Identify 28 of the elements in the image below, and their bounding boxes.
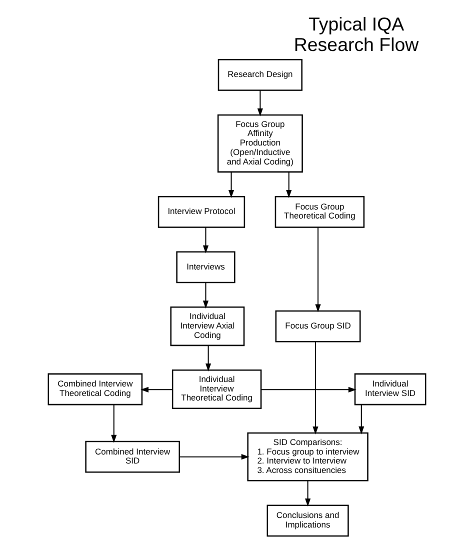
- node-box: Individual Interview Axial Coding: [170, 306, 245, 346]
- node-box: Individual Interview Theoretical Coding: [172, 369, 262, 410]
- arrow: [111, 404, 117, 443]
- arrow: [261, 386, 356, 392]
- arrow: [228, 172, 234, 198]
- node-box: Combined Interview SID: [85, 440, 180, 473]
- arrow: [358, 404, 364, 434]
- arrow: [202, 227, 209, 254]
- node-box: SID Comparisons: 1. Focus group to interview 2. Interview to Interview 3. Across consituencies: [247, 432, 368, 482]
- arrow: [312, 342, 318, 435]
- arrow: [257, 90, 263, 116]
- arrow: [206, 346, 212, 372]
- node-box: Individual Interview SID: [354, 373, 426, 406]
- arrow: [305, 480, 311, 507]
- arrow: [286, 172, 292, 198]
- arrow: [180, 454, 250, 460]
- node-box: Combined Interview Theoretical Coding: [48, 373, 143, 406]
- node-box: Focus Group SID: [275, 310, 361, 342]
- node-box: Interview Protocol: [158, 196, 246, 228]
- node-box: Conclusions and Implications: [266, 504, 349, 537]
- node-box: Research Design: [218, 59, 302, 91]
- node-box: Interviews: [176, 251, 236, 284]
- arrow: [140, 386, 173, 392]
- arrow: [202, 282, 209, 309]
- diagram-title: Typical IQA Research Flow: [294, 13, 419, 55]
- node-box: Focus Group Theoretical Coding: [274, 196, 365, 228]
- node-box: Focus Group Affinity Production (Open/Inductive and Axial Coding): [217, 114, 303, 173]
- arrow: [315, 227, 321, 312]
